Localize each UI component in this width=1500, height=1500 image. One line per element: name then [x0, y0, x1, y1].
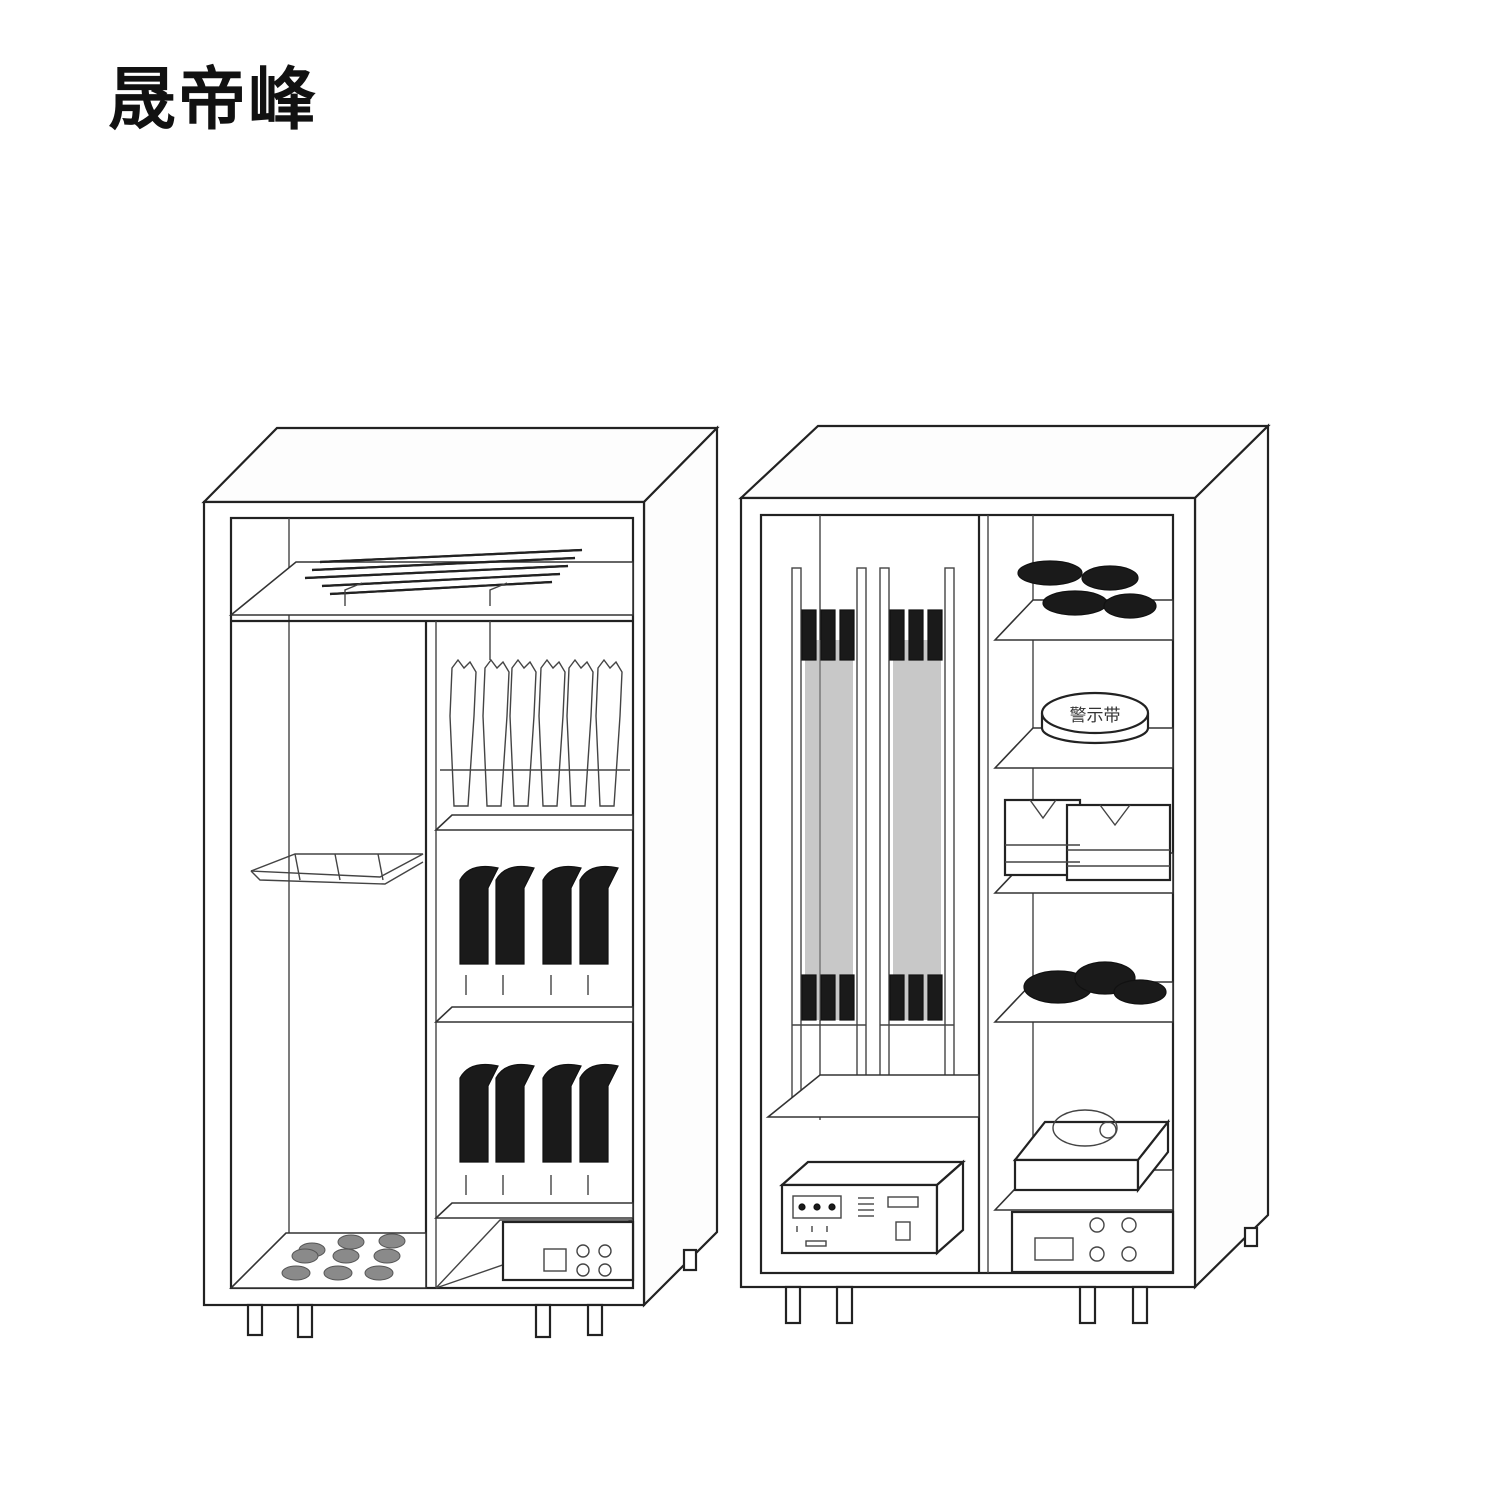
left-cabinet	[201, 425, 720, 1339]
insulating-boots-row-1	[459, 865, 619, 995]
insulating-boots-row-2	[459, 1063, 619, 1195]
right-cabinet-feet	[784, 1226, 1259, 1325]
rack-shelf	[765, 1074, 980, 1118]
right-cabinet: 警示带	[738, 423, 1271, 1325]
left-cabinet-front	[202, 500, 646, 1307]
right-cabinet-interior	[759, 513, 1175, 1275]
right-control-display	[1034, 1237, 1074, 1261]
left-cabinet-top	[201, 426, 720, 504]
safety-belts	[1017, 560, 1157, 619]
glove-shelf	[433, 814, 634, 831]
left-control-knob	[576, 1244, 590, 1258]
gas-mask-box	[1012, 1109, 1171, 1194]
left-control-display	[543, 1248, 567, 1272]
insulating-rods	[304, 548, 583, 606]
right-cabinet-side	[1193, 423, 1270, 1290]
right-control-knob	[1089, 1217, 1105, 1233]
wire-rack	[250, 853, 424, 885]
right-control-panel	[1010, 1210, 1175, 1274]
brand-logo-text: 晟帝峰	[108, 60, 319, 140]
electrical-control-box	[779, 1159, 966, 1256]
right-cabinet-top	[738, 424, 1271, 500]
boot-shelf-2	[433, 1202, 634, 1219]
folded-uniforms	[1003, 798, 1172, 882]
warning-tape-roll: 警示带	[1040, 691, 1150, 745]
vent-holes	[281, 1233, 406, 1281]
boot-shelf-1	[433, 1006, 634, 1023]
left-cabinet-feet	[246, 1248, 698, 1339]
left-cabinet-side	[642, 425, 719, 1308]
insulating-gloves	[440, 658, 630, 807]
left-cabinet-interior	[229, 516, 635, 1290]
warning-tape-label: 警示带	[1070, 706, 1121, 726]
safety-ropes	[1023, 961, 1167, 1005]
left-control-panel	[501, 1220, 635, 1282]
